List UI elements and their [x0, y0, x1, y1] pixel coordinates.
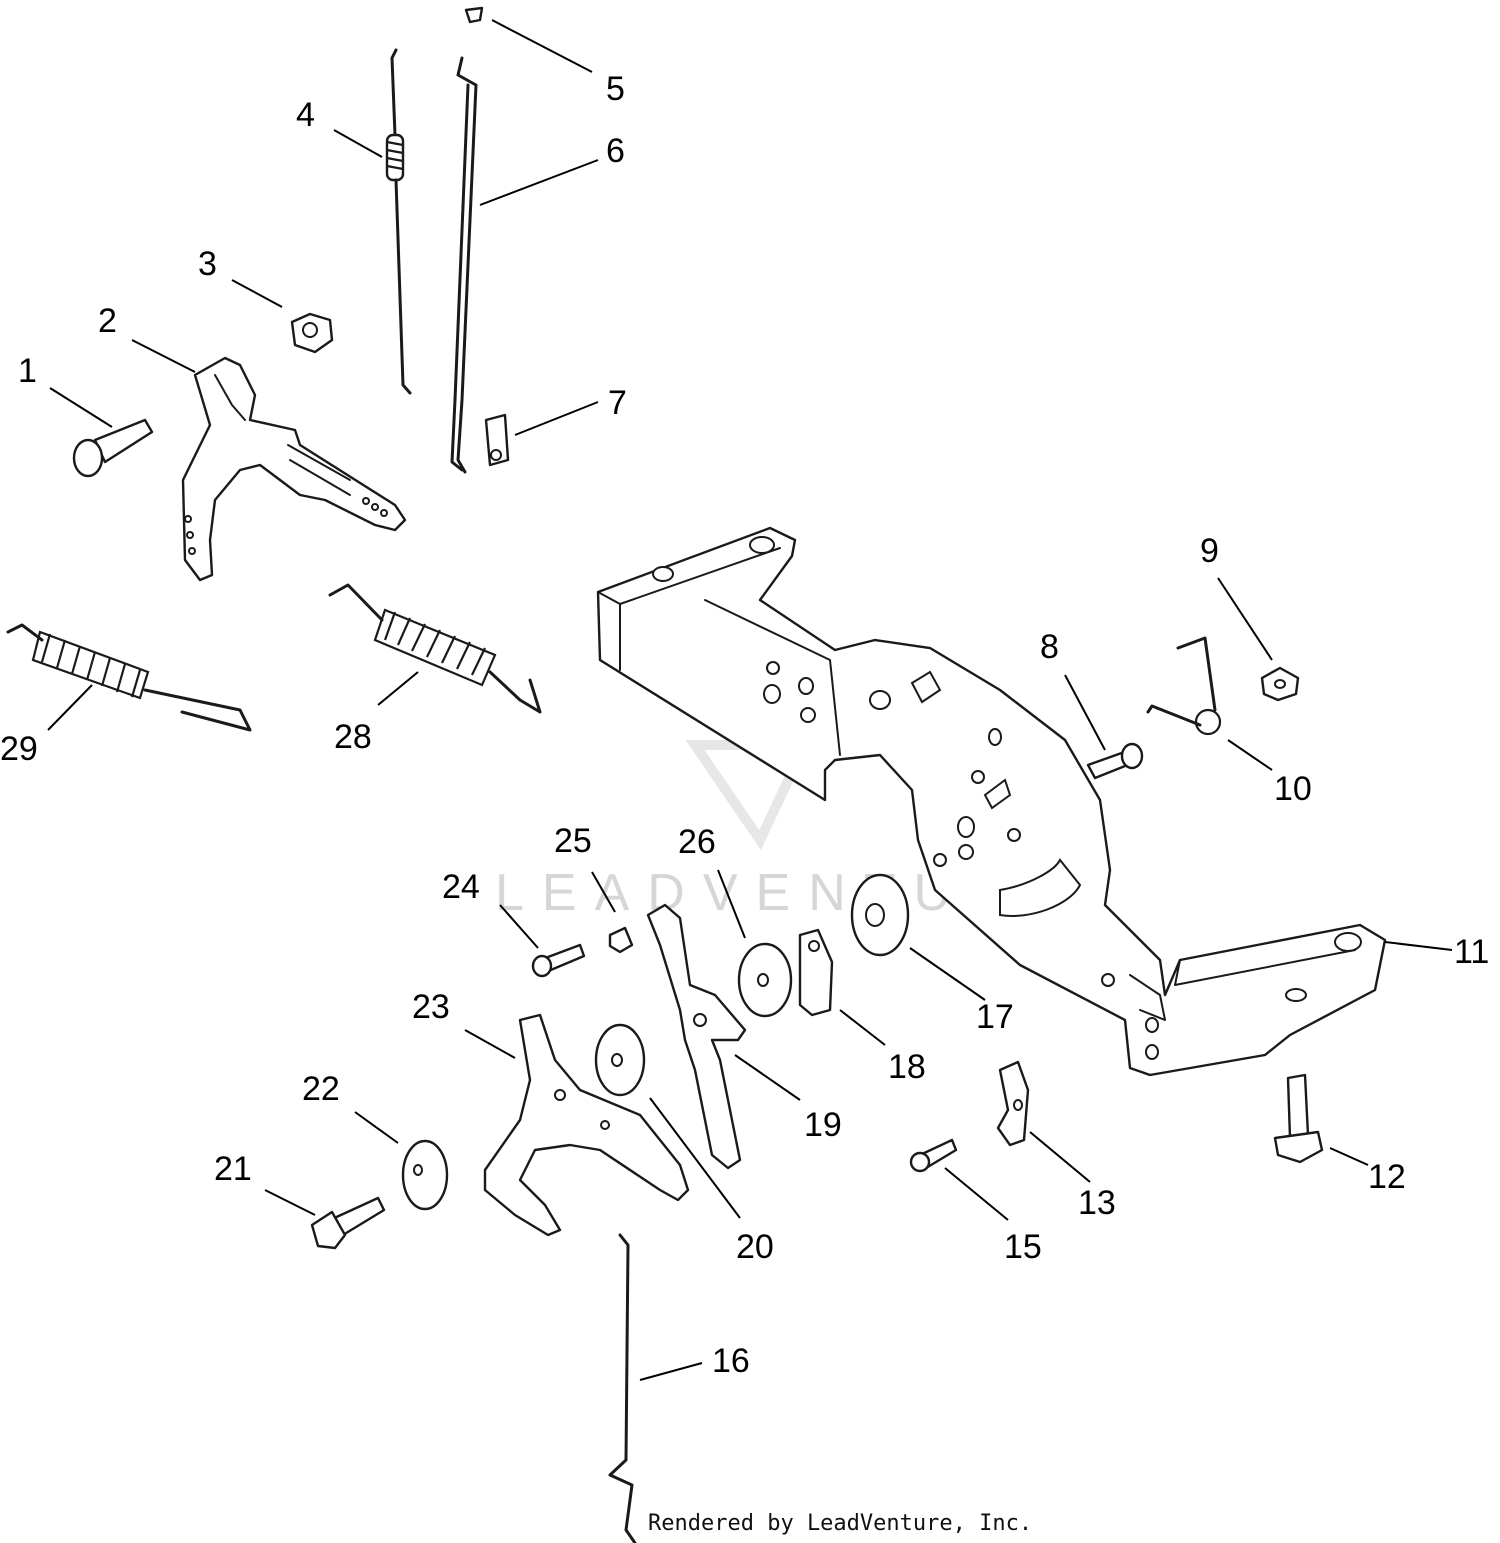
callout-4: 4	[296, 96, 315, 134]
screw	[1086, 742, 1144, 780]
callout-12: 12	[1368, 1158, 1406, 1196]
throttle-lever	[646, 903, 747, 1170]
callout-2: 2	[98, 302, 117, 340]
callout-16: 16	[712, 1342, 750, 1380]
callout-13: 13	[1078, 1184, 1116, 1222]
callout-28: 28	[334, 718, 372, 756]
lever-bolt	[310, 1196, 386, 1250]
callout-5: 5	[606, 70, 625, 108]
render-credit: Rendered by LeadVenture, Inc.	[648, 1511, 1032, 1536]
callout-26: 26	[678, 823, 716, 861]
rod-clip	[464, 6, 484, 24]
cable-clamp	[996, 1060, 1030, 1147]
callout-22: 22	[302, 1070, 340, 1108]
callout-21: 21	[214, 1150, 252, 1188]
governor-spring	[385, 48, 412, 395]
leader-lines	[47, 19, 1453, 1381]
callout-24: 24	[442, 868, 480, 906]
shoulder-bolt	[72, 418, 154, 478]
callout-15: 15	[1004, 1228, 1042, 1266]
control-lever	[181, 356, 407, 582]
flange-nut	[290, 312, 334, 354]
callout-7: 7	[608, 384, 627, 422]
callout-labels: 1 2 3 4 5 6 7 8 9 10 11 12 13 15 16 17 1…	[0, 70, 1489, 1380]
throttle-link-rod	[450, 56, 478, 474]
hex-flange-bolt	[1273, 1073, 1324, 1164]
choke-lever	[798, 928, 834, 1017]
choke-rod	[608, 1233, 637, 1543]
link-bracket	[484, 413, 510, 467]
callout-20: 20	[736, 1228, 774, 1266]
callout-3: 3	[198, 245, 217, 283]
callout-18: 18	[888, 1048, 926, 1086]
callout-17: 17	[976, 998, 1014, 1036]
torsion-spring	[1146, 636, 1222, 736]
callout-19: 19	[804, 1106, 842, 1144]
callout-25: 25	[554, 822, 592, 860]
callout-6: 6	[606, 132, 625, 170]
callout-29: 29	[0, 730, 38, 768]
callout-8: 8	[1040, 628, 1059, 666]
clamp-screw	[909, 1138, 958, 1173]
callout-9: 9	[1200, 532, 1219, 570]
hex-nut	[1260, 666, 1300, 702]
callout-11: 11	[1454, 933, 1489, 971]
control-bracket	[596, 526, 1387, 1077]
lock-nut	[608, 926, 634, 954]
long-spring	[6, 623, 252, 732]
callout-23: 23	[412, 988, 450, 1026]
extension-spring	[328, 583, 542, 714]
callout-10: 10	[1274, 770, 1312, 808]
pivot-screw	[531, 943, 586, 978]
washer-medium	[594, 1023, 646, 1097]
washer-large	[850, 873, 910, 957]
washer-small	[737, 942, 793, 1018]
friction-washer	[401, 1139, 449, 1211]
callout-1: 1	[18, 352, 37, 390]
speed-control-bracket	[483, 1013, 690, 1237]
